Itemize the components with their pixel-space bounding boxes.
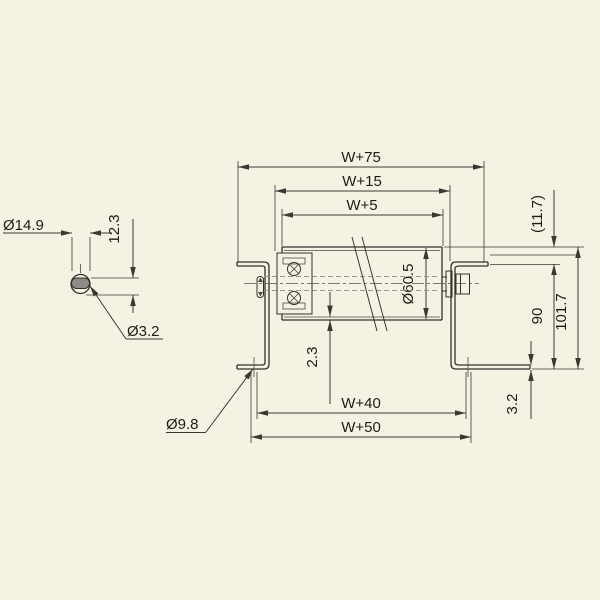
- ball-bearing-bottom: [287, 291, 301, 305]
- dim-label-detail-height: 12.3: [106, 214, 123, 243]
- break-lines: [351, 236, 388, 332]
- bearing-end-cap: [276, 252, 313, 315]
- mounting-hole-callout: Ø9.8: [166, 368, 254, 433]
- dim-label-w75: W+75: [341, 149, 381, 166]
- shaft-right-end: [442, 270, 470, 298]
- dim-label-spring-diameter: Ø14.9: [3, 217, 44, 234]
- dim-label-wall-thickness: 2.3: [304, 347, 321, 368]
- left-detail-view: Ø14.9 12.3 Ø3.2: [3, 214, 163, 340]
- dim-label-pin-diameter: Ø3.2: [127, 323, 160, 340]
- dim-label-overall-height: 101.7: [553, 293, 570, 331]
- roller-dimension-group: Ø60.5 2.3: [304, 248, 429, 404]
- top-dimension-group: W+75 W+15 W+5: [238, 149, 484, 218]
- shaft-spring-pin: [256, 276, 264, 298]
- ball-bearing-top: [287, 262, 301, 276]
- dim-label-w40: W+40: [341, 395, 381, 412]
- right-dimension-group: 101.7 90 (11.7) 3.2: [504, 190, 581, 419]
- dim-label-hole-diameter: Ø9.8: [166, 416, 199, 433]
- right-frame-rail: [450, 261, 531, 377]
- bottom-dimension-group: W+40 W+50: [251, 395, 471, 440]
- left-frame-rail: [236, 261, 270, 377]
- dim-label-roller-diameter: Ø60.5: [400, 264, 417, 305]
- dim-label-w5: W+5: [346, 197, 377, 214]
- pin-section: [71, 277, 90, 289]
- dim-label-inner-height: 90: [529, 308, 546, 325]
- roller-assembly: [244, 236, 479, 332]
- dim-label-w50: W+50: [341, 419, 381, 436]
- dim-label-frame-thickness: 3.2: [504, 394, 521, 415]
- dim-label-w15: W+15: [342, 173, 382, 190]
- dim-label-roller-protrusion: (11.7): [529, 195, 546, 233]
